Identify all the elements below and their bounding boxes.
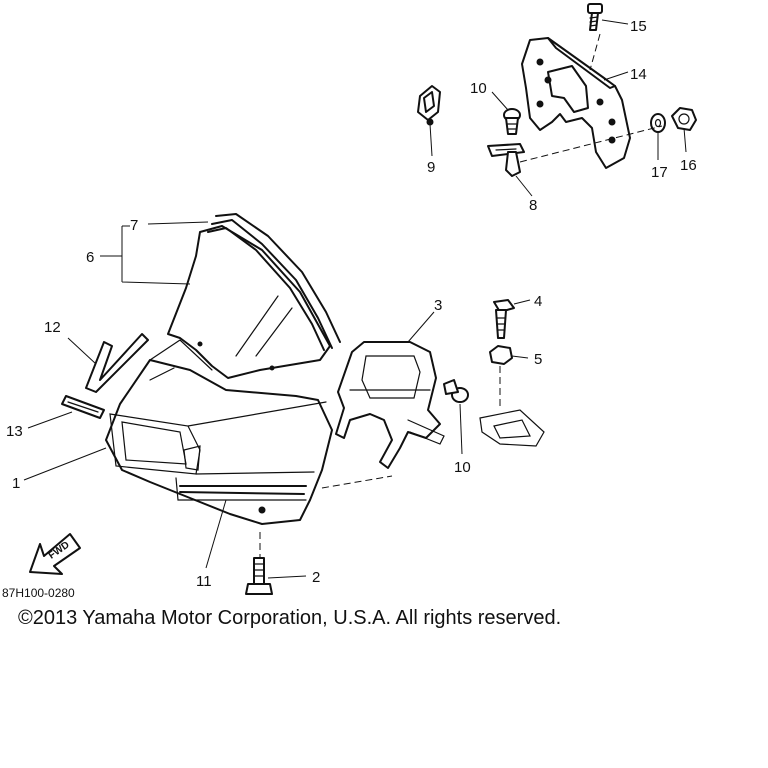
part-2-bolt	[245, 532, 273, 595]
callout-7: 7	[130, 217, 138, 234]
part-5-nut	[489, 345, 513, 365]
part-14-bracket	[521, 37, 631, 169]
callout-12: 12	[44, 319, 61, 336]
callout-5: 5	[534, 351, 542, 368]
part-13-emblem	[61, 395, 105, 419]
diagram-code: 87H100-0280	[2, 586, 75, 600]
part-16-nut	[671, 107, 697, 131]
callout-16: 16	[680, 157, 697, 174]
leader-lines	[23, 19, 687, 579]
part-9-clip	[417, 85, 441, 126]
callout-3: 3	[434, 297, 442, 314]
callout-13: 13	[6, 423, 23, 440]
part-12-vent-cover	[85, 333, 149, 393]
callout-15: 15	[630, 18, 647, 35]
fwd-arrow-icon: FWD	[29, 533, 81, 575]
part-4-bolt	[493, 299, 515, 339]
callout-1: 1	[12, 475, 20, 492]
part-10-grommet-upper	[503, 108, 521, 135]
part-8-damper	[487, 143, 525, 177]
part-3-bracket	[335, 341, 445, 469]
parts-diagram: FWD 15 14 10 9 8 17 16 7 6 3 4 5 10 12 1…	[2, 3, 697, 600]
callout-4: 4	[534, 293, 542, 310]
part-15-bolt	[587, 3, 603, 31]
callout-10-upper: 10	[470, 80, 487, 97]
part-6-windshield	[167, 225, 331, 379]
callout-2: 2	[312, 569, 320, 586]
alignment-line-15	[589, 33, 601, 71]
part-11-molding	[179, 485, 307, 495]
callout-14: 14	[630, 66, 647, 83]
alignment-line-cowling	[321, 475, 393, 489]
part-1-cowling	[105, 339, 333, 525]
part-7-trim	[207, 213, 341, 351]
mount-plate	[479, 409, 545, 447]
callout-6: 6	[86, 249, 94, 266]
callout-9: 9	[427, 159, 435, 176]
callout-11: 11	[196, 573, 212, 590]
alignment-line-upper	[519, 125, 663, 163]
copyright-notice: ©2013 Yamaha Motor Corporation, U.S.A. A…	[18, 607, 562, 629]
part-10-grommet-lower	[443, 379, 469, 403]
part-17-washer	[650, 113, 666, 133]
callout-10-lower: 10	[454, 459, 471, 476]
callout-17: 17	[651, 164, 668, 181]
callout-8: 8	[529, 197, 537, 214]
